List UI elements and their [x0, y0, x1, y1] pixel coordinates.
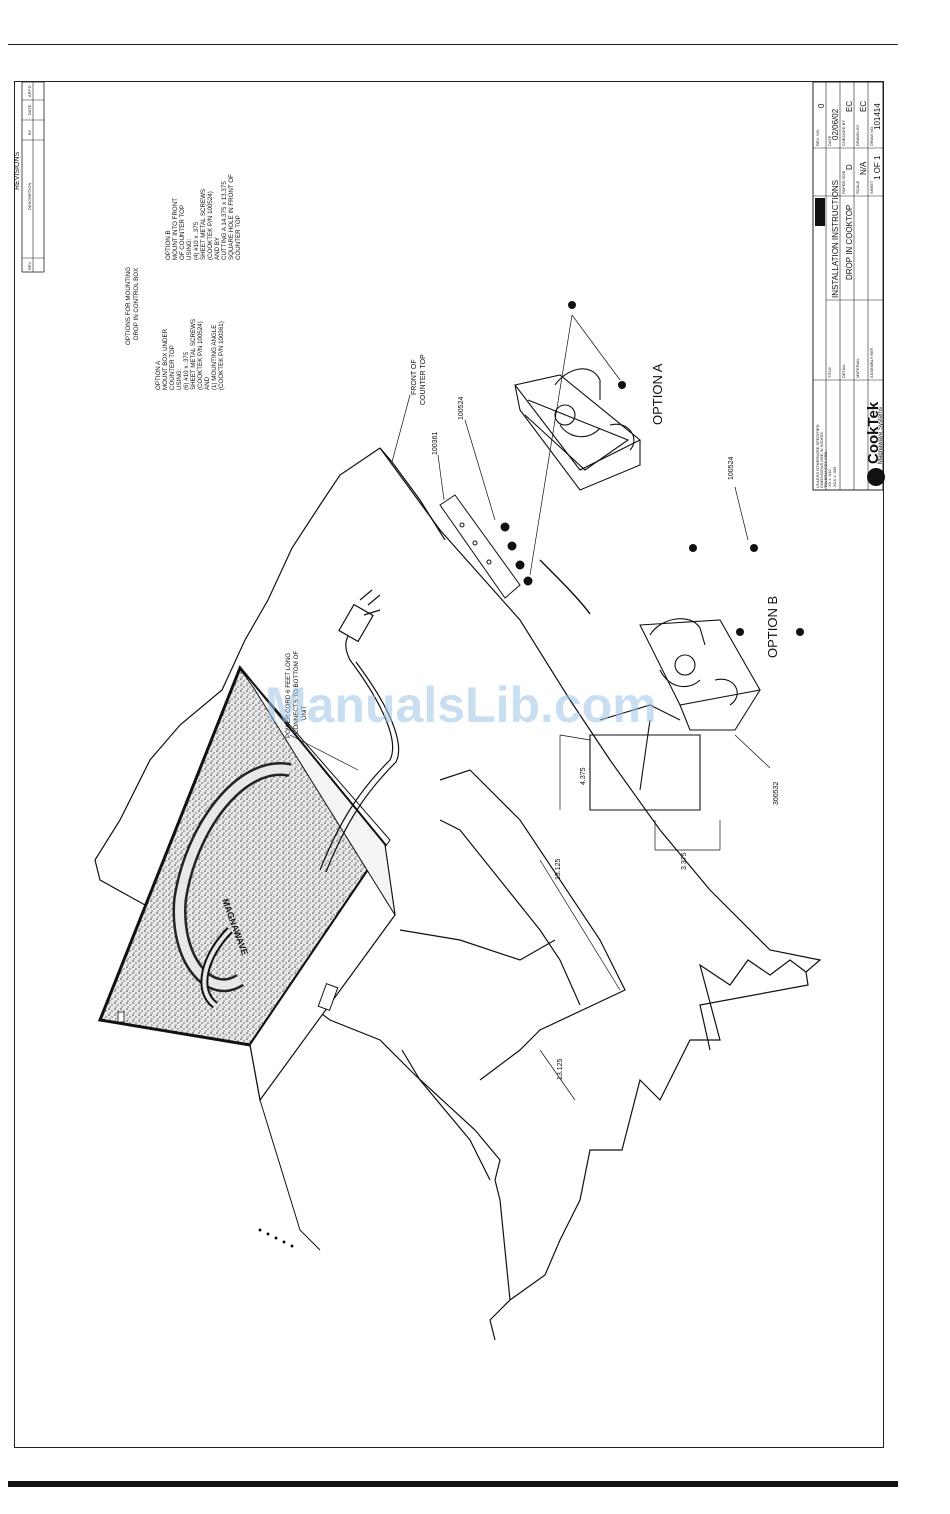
logo-text: CookTek	[865, 401, 882, 464]
tb-drawn-label: DRAWN BY	[855, 124, 860, 146]
watermark: ManualsLib.com	[265, 677, 657, 733]
option-note-line: AND	[204, 376, 211, 390]
part-100361-label: 100361	[432, 432, 439, 455]
revisions-header-rev: REV.	[27, 261, 32, 270]
counter-top	[94, 447, 822, 1341]
tb-assembly-label: ASSEMBLY REF.	[869, 347, 874, 378]
option-note-line: CUTTING A 14.375 x 13.375	[221, 181, 228, 260]
tb-notes-3: TOLERANCES ARE:	[823, 451, 828, 488]
tb-drawn-value: EC	[859, 101, 868, 112]
option-note-line: (COOKTEK P/N 100524)	[197, 321, 204, 390]
tb-notes-2: DIMENSIONS ARE IN INCHES	[819, 432, 824, 488]
callout-labels: FRONT OF COUNTER TOP 100524 100361 10052…	[285, 354, 780, 1080]
title-block: UNLESS OTHERWISE SPECIFIED DIMENSIONS AR…	[812, 81, 885, 491]
cooktek-logo: CookTek Magnawave Systems	[865, 401, 885, 486]
options-heading-2: DROP IN CONTROL BOX	[133, 268, 140, 340]
tb-checked-label: CHECKED BY	[841, 120, 846, 146]
cooktop-unit: MAGNAWAVE	[97, 665, 396, 1251]
tb-detail-label: DETAIL	[841, 364, 846, 378]
tb-sheet-value: 1 OF 1	[873, 155, 882, 180]
revisions-header-date: DATE	[27, 104, 32, 115]
option-note-line: OPTION B	[165, 230, 172, 260]
option-note-line: (1) MOUNTING ANGLE	[211, 325, 218, 390]
revisions-title: REVISIONS	[14, 152, 21, 190]
power-cord-label-1: POWER CORD 6 FEET LONG	[285, 653, 292, 738]
tb-material-label: MATERIAL	[855, 358, 860, 378]
tb-checked-value: EC	[845, 101, 854, 112]
tb-rev-value: 0	[817, 103, 826, 108]
option-note-line: MOUNT BOX UNDER	[162, 328, 169, 390]
dimension-13125-a-label: 13.125	[555, 858, 562, 880]
tb-drawing-value: 101414	[873, 103, 882, 130]
control-box-option-a	[514, 368, 642, 615]
option-note-line: COUNTER TOP	[235, 215, 242, 260]
option-note-line: OPTION A	[155, 360, 162, 390]
tb-rev-label: REV. NO.	[815, 129, 820, 146]
option-b-label: OPTION B	[765, 596, 780, 658]
logo-subtext: Magnawave Systems	[878, 407, 884, 464]
screws-option-a	[568, 301, 626, 389]
option-note-line: USING:	[176, 368, 183, 390]
revisions-header-by: BY	[27, 129, 32, 135]
part-100524-b-label: 100524	[728, 457, 735, 480]
control-box-option-b	[589, 618, 761, 811]
power-cord-label-3: UNIT	[301, 705, 308, 720]
tb-notes-1: UNLESS OTHERWISE SPECIFIED	[815, 424, 820, 488]
option-note-line: OF COUNTER TOP	[179, 205, 186, 260]
dimension-3375-label: 3.375	[681, 852, 688, 870]
tb-date-label: DATE	[827, 135, 832, 146]
tb-scale-value: N/A	[859, 161, 868, 175]
tb-title-value: INSTALLATION INSTRUCTIONS	[831, 180, 840, 298]
option-note-line: COUNTER TOP	[169, 345, 176, 390]
option-note-line: AND BY	[214, 237, 221, 260]
mounting-angle-100361	[439, 494, 533, 599]
bottom-rule	[8, 1481, 898, 1487]
tb-drawing-label: DRAW NO.	[869, 126, 874, 146]
option-note-line: MOUNT INTO FRONT	[172, 198, 179, 260]
tb-title-label: TITLE	[827, 367, 832, 378]
dimension-13125-b-label: 13.125	[557, 1058, 564, 1080]
option-note-line: (COOKTEK P/N 100524)	[207, 191, 214, 260]
tb-tol-2: .XXX ± .005	[832, 466, 837, 488]
option-note-line: USING:	[186, 238, 193, 260]
front-counter-top-label-1: FRONT OF	[411, 359, 418, 395]
drawing-sheet-border	[14, 81, 884, 1448]
front-counter-top-label-2: COUNTER TOP	[420, 354, 427, 405]
tb-tol-1: .XX ± .010	[827, 469, 832, 488]
power-cord	[319, 589, 400, 873]
tb-paper-size-value: D	[845, 164, 854, 170]
part-100524-a-label: 100524	[458, 397, 465, 420]
tb-date-value: 02/06/02	[831, 108, 840, 140]
option-note-line: (6) #10 x .375	[183, 351, 190, 390]
revisions-header-description: DESCRIPTION	[27, 183, 32, 210]
tb-paper-size-label: PAPER SIZE	[841, 170, 846, 194]
top-rule	[8, 44, 898, 45]
option-note-line: (4) #10 x .375	[193, 221, 200, 260]
cooktop-vent-dots	[258, 1228, 294, 1248]
tb-scale-label: SCALE	[855, 181, 860, 194]
option-note-line: SHEET METAL SCREWS	[190, 319, 197, 390]
option-note-line: SQUARE HOLE IN FRONT OF	[228, 174, 235, 260]
option-note-line: SHEET METAL SCREWS	[200, 189, 207, 260]
dimension-4375-label: 4.375	[580, 767, 587, 785]
screw-group-a-under	[500, 522, 533, 586]
revisions-header-appd: APP'D	[27, 85, 32, 97]
power-cord-label-2: CONNECTS TO BOTTOM OF	[293, 651, 300, 734]
tb-detail-value: DROP IN COOKTOP	[845, 205, 854, 280]
options-heading-1: OPTIONS FOR MOUNTING	[125, 267, 132, 345]
screws-option-b	[689, 544, 804, 636]
option-note-line: (COOKTEK P/N 100361)	[218, 321, 225, 390]
options-notes: OPTIONS FOR MOUNTING DROP IN CONTROL BOX…	[125, 174, 242, 390]
tb-sheet-label: SHEET	[869, 180, 874, 194]
part-300532-label: 300532	[773, 782, 780, 805]
leader-lines	[289, 314, 771, 1101]
revisions-block: REVISIONS REV. DESCRIPTION BY DATE APP'D	[14, 81, 45, 273]
option-a-label: OPTION A	[650, 363, 665, 425]
